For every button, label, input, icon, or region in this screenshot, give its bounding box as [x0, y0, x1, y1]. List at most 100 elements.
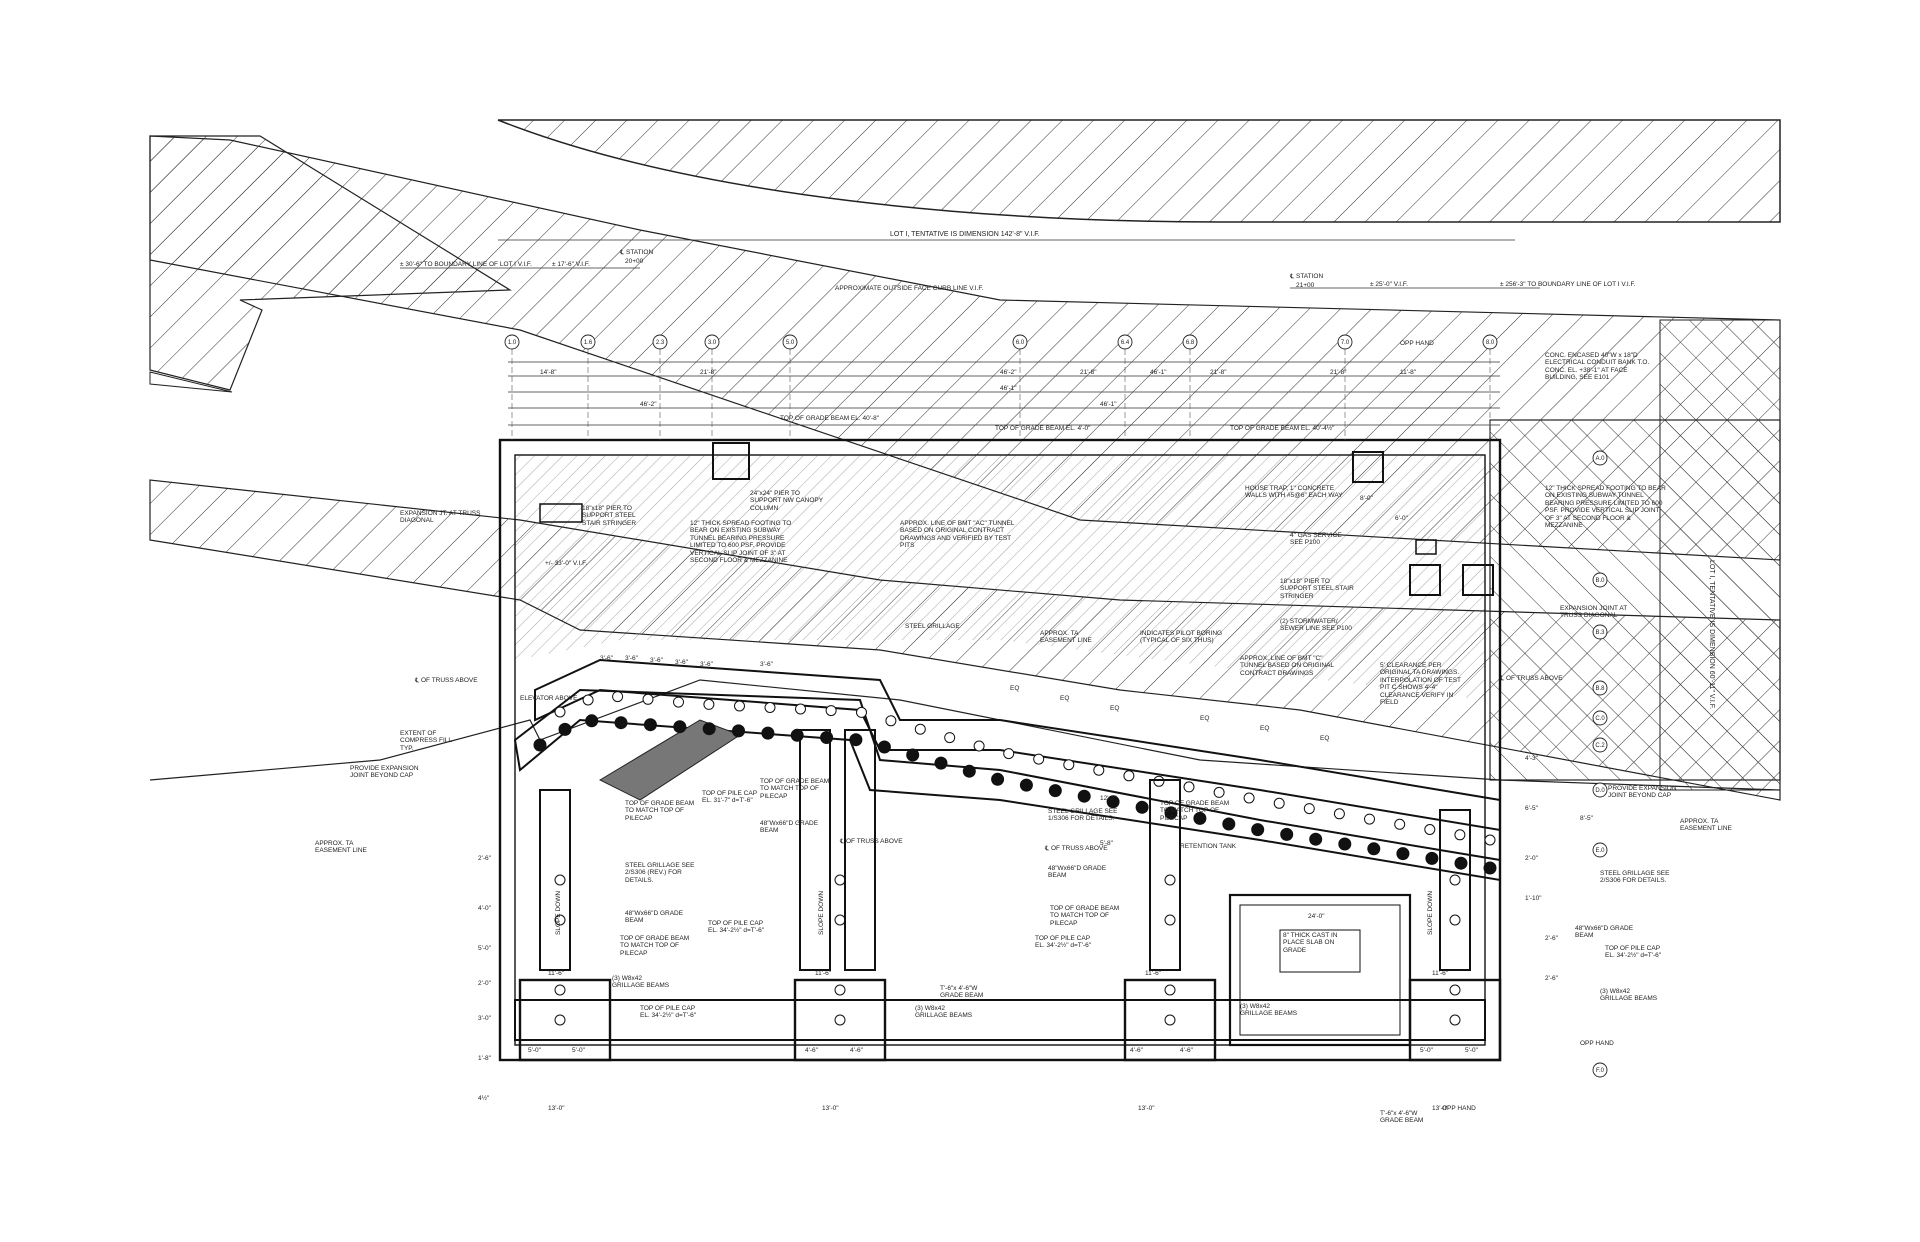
pile [558, 722, 572, 736]
dimension-text: 5'-0" [572, 1047, 586, 1054]
dimension-text: 3'-6" [600, 655, 614, 662]
dimension-text: 4'-6" [805, 1047, 819, 1054]
grade-beam-48-4: 48"Wx66"D GRADE BEAM [1575, 925, 1633, 939]
opp-hand-top: OPP HAND [1400, 340, 1434, 347]
grillage-w8-1: (3) W8x42 GRILLAGE BEAMS [612, 975, 669, 989]
pile [1183, 781, 1195, 793]
dimension-text: 2'-0" [1525, 855, 1539, 862]
steel-grillage-right: STEEL GRILLAGE SEE 2/S306 FOR DETAILS. [1600, 870, 1669, 884]
dimension-text: 46'-1" [1100, 401, 1117, 408]
grade-beam-76-2: T'-6"x 4'-6"W GRADE BEAM [1380, 1110, 1423, 1124]
pile [914, 723, 926, 735]
pier-18-right-note: 18"x18" PIER TO SUPPORT STEEL STAIR STRI… [1280, 578, 1354, 600]
expansion-joint-right-note: EXPANSION JOINT AT TRUSS DIAGONAL [1560, 605, 1627, 619]
grid-bubble: C.2 [1592, 737, 1608, 753]
opp-hand-right: OPP HAND [1580, 1040, 1614, 1047]
top-grade-match-1: TOP OF GRADE BEAM TO MATCH TOP OF PILECA… [625, 800, 694, 822]
dimension-text: 2'-6" [478, 855, 492, 862]
pile [934, 756, 948, 770]
pile [825, 705, 837, 717]
dimension-text: 3'-6" [650, 657, 664, 664]
grade-beam-48-2: 48"Wx66"D GRADE BEAM [625, 910, 683, 924]
pile [1135, 800, 1149, 814]
grid-bubble: 6.0 [1012, 334, 1028, 440]
eq-mark: EQ [1060, 695, 1069, 702]
pile [1273, 797, 1285, 809]
dimension-text: 11'-6" [548, 970, 565, 977]
truss-above-left: ℄ OF TRUSS ABOVE [414, 677, 478, 684]
piers [539, 442, 1494, 596]
house-trap-note: HOUSE TRAP, 1" CONCRETE WALLS WITH #5@6"… [1245, 485, 1343, 499]
pile [944, 732, 956, 744]
dimension-text: 11'-6" [815, 970, 832, 977]
pile [554, 1014, 566, 1026]
top-dimension-text: 14'-8"21'-8"46'-2"21'-8"46'-1"21'-8"21'-… [540, 369, 1417, 522]
grid-bubble: C.0 [1592, 710, 1608, 726]
pile [1164, 1014, 1176, 1026]
dimension-text: 5'-0" [478, 945, 492, 952]
gas-service-note: 4" GAS SERVICE SEE P100 [1290, 532, 1342, 546]
footing-right-note: 12" THICK SPREAD FOOTING TO BEAR ON EXIS… [1545, 485, 1666, 529]
lot-side-dimension: LOT I, TENTATIVE IS DIMENSION 60'-11" V.… [1708, 560, 1715, 709]
pile [673, 696, 684, 708]
svg-text:1.0: 1.0 [508, 340, 517, 346]
dimension-text: 8'-5" [1580, 815, 1594, 822]
grade-beams [514, 729, 1502, 1062]
pile [1153, 775, 1165, 787]
pile [734, 700, 745, 712]
pile [856, 706, 867, 718]
pile [585, 714, 599, 728]
dimension-text: 2'-6" [1545, 975, 1559, 982]
svg-text:6.8: 6.8 [1186, 340, 1195, 346]
pile [1367, 842, 1381, 856]
drawing-labels: LOT I, TENTATIVE IS DIMENSION 142'-8" V.… [315, 231, 1732, 1124]
dimension-text: 3'-6" [625, 655, 639, 662]
pile [582, 694, 594, 706]
station-right-label: ℄ STATION [1289, 273, 1323, 280]
pile [885, 715, 897, 727]
svg-text:5.0: 5.0 [786, 340, 795, 346]
dimension-text: 1'-8" [478, 1055, 492, 1062]
dimension-text: 2'-0" [478, 980, 492, 987]
pile [533, 738, 547, 752]
pile [1364, 813, 1375, 825]
pile-group [533, 691, 1497, 1026]
truss-pile-band [513, 658, 1501, 1026]
dimension-text: 13'-0" [548, 1105, 565, 1112]
pile [1164, 806, 1178, 820]
ta-easement-note: APPROX. TA EASEMENT LINE [1040, 630, 1092, 644]
pier-24-note: 24"x24" PIER TO SUPPORT NW CANOPY COLUMN [750, 490, 823, 512]
grid-bubble: F.0 [1592, 1062, 1608, 1078]
grid-bubble: A.0 [1592, 450, 1608, 466]
truss-above-center-1: ℄ OF TRUSS ABOVE [839, 838, 903, 845]
grid-bubble: B.0 [1592, 572, 1608, 588]
tog-beam-1: TOP OF GRADE BEAM EL. 40'-8" [780, 415, 880, 422]
slope-down-1: SLOPE DOWN [555, 891, 562, 935]
pile [790, 728, 804, 742]
grid-bubble: 6.8 [1182, 334, 1198, 440]
pile [1449, 874, 1461, 886]
pile [642, 693, 654, 705]
bmt-ac-note: APPROX. LINE OF BMT "AC" TUNNEL BASED ON… [900, 520, 1014, 549]
pile [702, 722, 716, 736]
svg-text:8.0: 8.0 [1486, 340, 1495, 346]
tog-beam-2: TOP OF GRADE BEAM EL. 4'-0" [995, 425, 1091, 432]
pile [703, 698, 715, 710]
grid-bubble: 5.0 [782, 334, 798, 440]
pile [1424, 824, 1436, 835]
pile [764, 702, 776, 713]
grid-bubble: E.0 [1592, 842, 1608, 858]
pile [1449, 984, 1461, 996]
pile [795, 703, 806, 715]
boundary-left: ± 30'-6" TO BOUNDARY LINE OF LOT I V.I.F… [400, 261, 532, 268]
dimension-text: 5'-8" [1100, 840, 1114, 847]
eq-mark: EQ [1320, 735, 1329, 742]
expansion-beyond-left: PROVIDE EXPANSION JOINT BEYOND CAP [350, 765, 419, 779]
ta-easement-left: APPROX. TA EASEMENT LINE [315, 840, 367, 854]
dimension-text: 13'-0" [822, 1105, 839, 1112]
pile [554, 706, 566, 718]
eq-mark: EQ [1260, 725, 1269, 732]
pile [1077, 789, 1091, 803]
pile [1396, 847, 1410, 861]
dim-17-6: ± 17'-6" V.I.F. [552, 261, 590, 268]
